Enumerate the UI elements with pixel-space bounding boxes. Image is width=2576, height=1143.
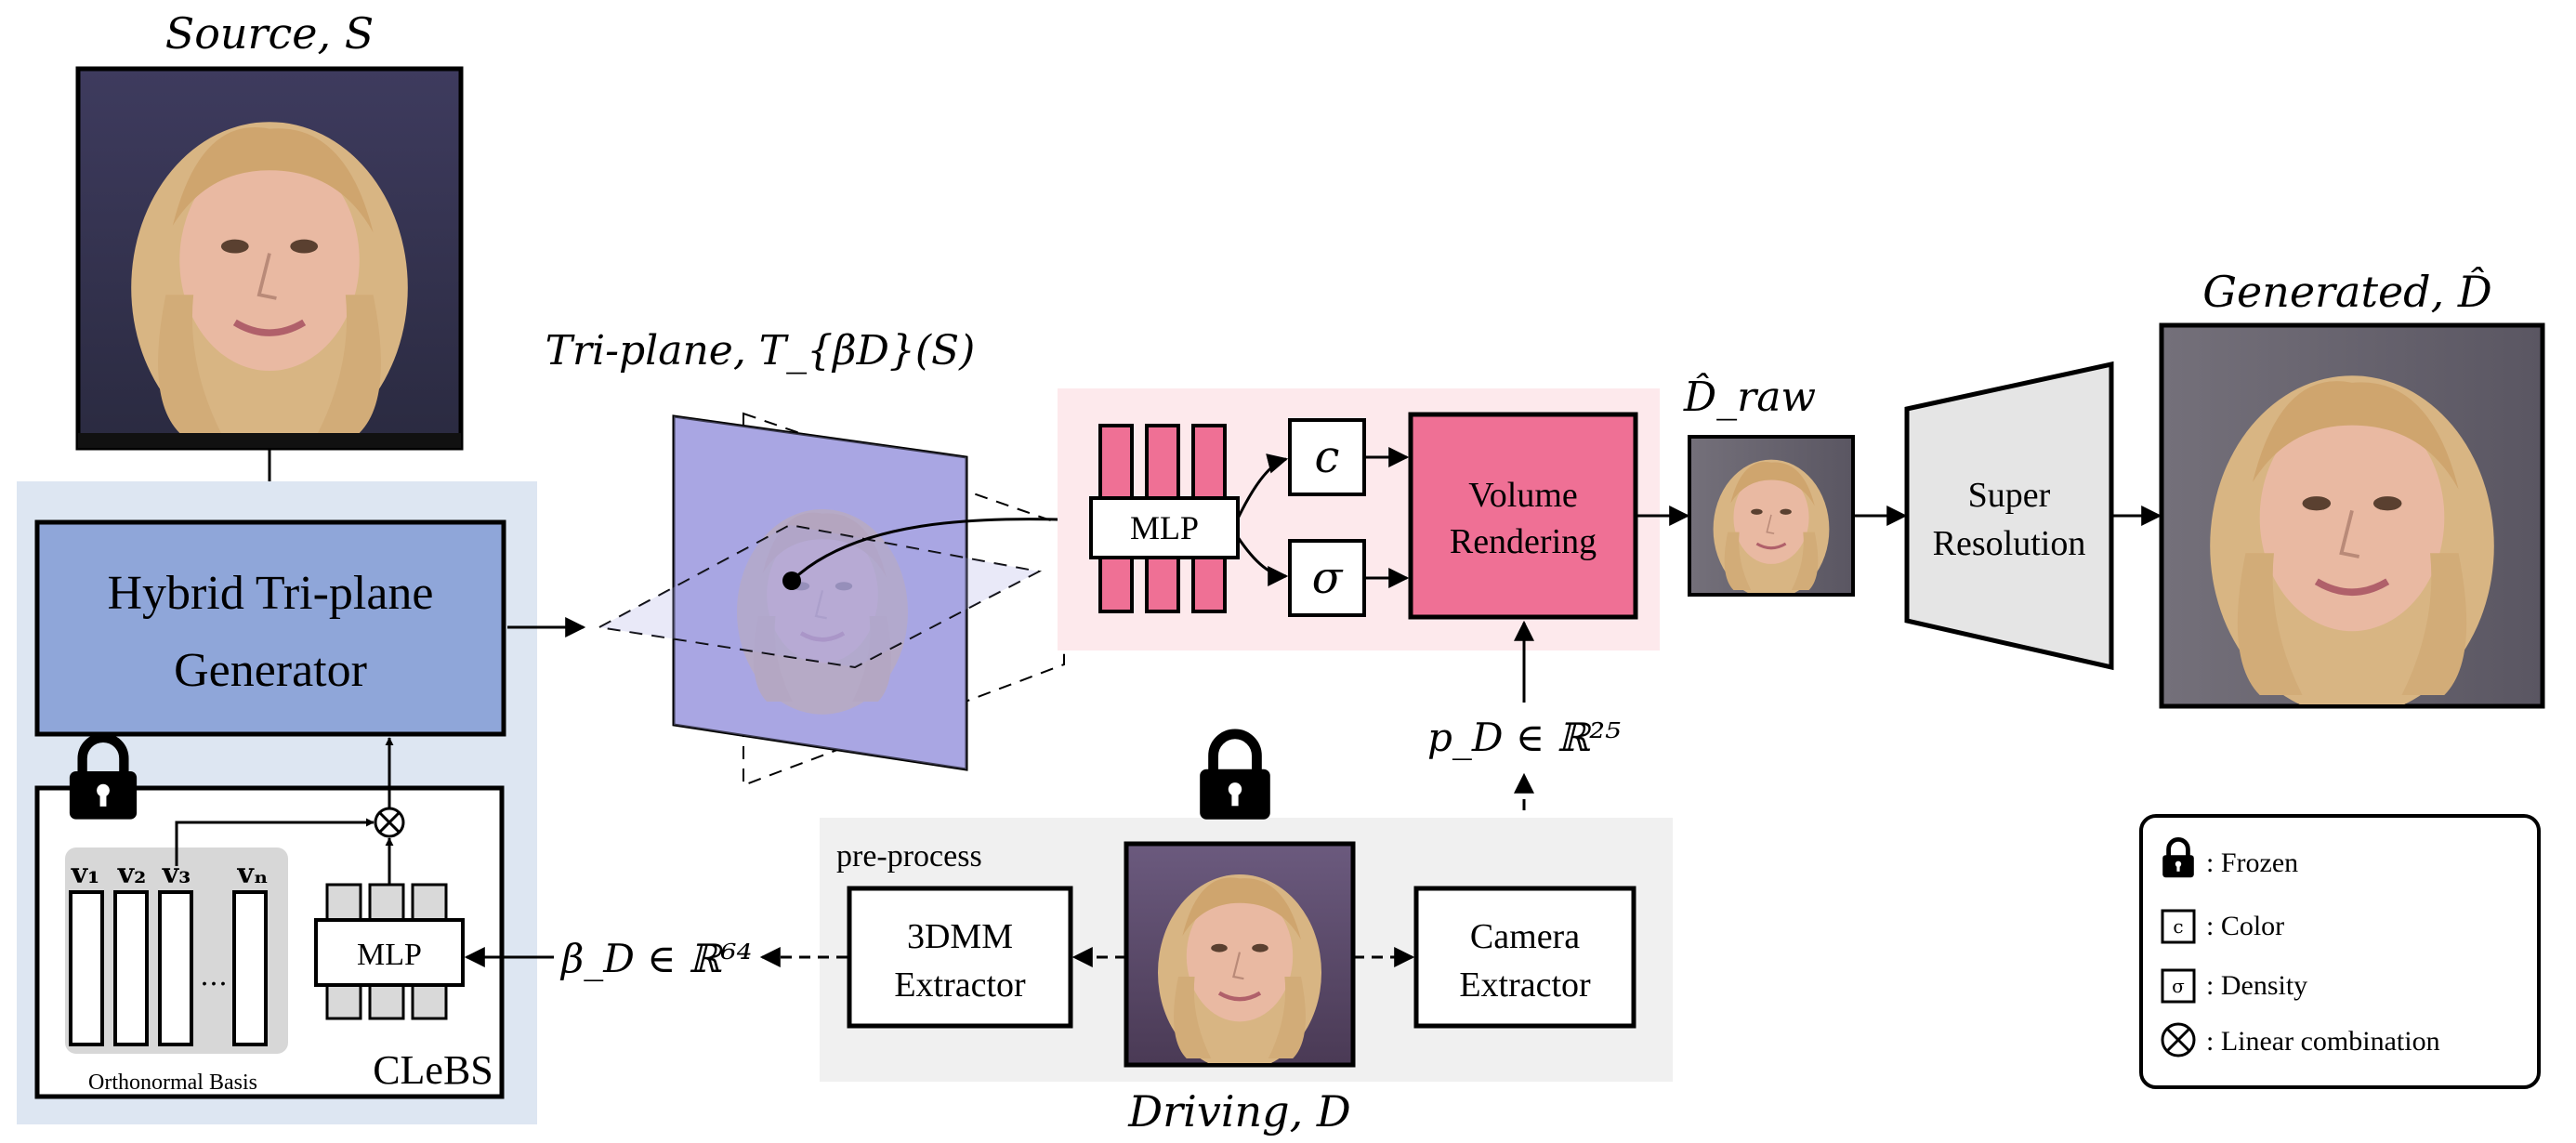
legend-color: : Color (2206, 911, 2284, 941)
vector-vn: vₙ (236, 858, 268, 890)
legend-color-icon (2161, 909, 2196, 944)
vector-v1: v₁ (71, 858, 100, 890)
source-image (75, 66, 464, 451)
render-mlp (1089, 496, 1240, 559)
color-symbol: c (1315, 431, 1340, 483)
density-symbol: σ (1312, 552, 1344, 604)
generated-label: Generated, D̂ (2202, 267, 2492, 317)
driving-image (1124, 841, 1356, 1068)
vector-v2: v₂ (117, 858, 147, 890)
linear-combination-icon (374, 807, 405, 838)
beta-label: β_D ∈ ℝ⁶⁴ (559, 936, 752, 981)
sr-line1: Super (1968, 476, 2051, 515)
3dmm-extractor (847, 886, 1073, 1029)
color-box (1288, 418, 1366, 496)
super-resolution (1904, 361, 2114, 671)
clebs-label: CLeBS (373, 1047, 493, 1093)
generator-line2: Generator (174, 644, 367, 697)
cam-line2: Extractor (1459, 966, 1591, 1005)
legend-linear-icon (2161, 1022, 2196, 1058)
driving-label: Driving, D (1127, 1086, 1350, 1136)
arrow-basis-to-combination (175, 818, 375, 866)
basis-vectors (69, 890, 268, 1046)
arrow-mlp-to-color (1236, 453, 1289, 519)
cam-line1: Camera (1470, 917, 1580, 956)
triplane-label: Tri-plane, T_{βD}(S) (545, 327, 976, 374)
generator-line1: Hybrid Tri-plane (108, 567, 434, 620)
arrow-mlp-to-density (1236, 536, 1289, 586)
legend-density: : Density (2206, 970, 2307, 1001)
arrow-sample-to-mlp (790, 509, 1088, 583)
legend (2139, 814, 2541, 1089)
dmm-line2: Extractor (894, 966, 1026, 1005)
clebs-mlp (314, 918, 465, 987)
draw-label: D̂_raw (1683, 372, 1816, 421)
basis-caption: Orthonormal Basis (88, 1071, 257, 1095)
basis-ellipsis: … (200, 960, 228, 992)
source-label: Source, S (165, 8, 375, 59)
legend-linear: : Linear combination (2206, 1026, 2440, 1057)
sr-line2: Resolution (1933, 524, 2086, 563)
clebs-mlp-label: MLP (357, 938, 422, 972)
legend-density-icon (2161, 968, 2196, 1004)
volume-line1: Volume (1468, 476, 1578, 515)
generated-image (2159, 322, 2545, 709)
legend-density-icon-label: σ (2172, 975, 2185, 997)
hybrid-triplane-generator (34, 519, 506, 737)
camera-param-label: p_D ∈ ℝ²⁵ (1427, 715, 1621, 760)
volume-rendering (1408, 412, 1638, 620)
volume-line2: Rendering (1450, 522, 1597, 561)
camera-extractor (1413, 886, 1636, 1029)
triplane (596, 412, 1065, 787)
preprocess-label: pre-process (836, 839, 982, 874)
legend-frozen: : Frozen (2206, 847, 2298, 878)
legend-color-icon-label: c (2173, 915, 2183, 938)
dmm-line1: 3DMM (907, 917, 1013, 956)
render-mlp-label: MLP (1130, 509, 1199, 546)
draw-image (1688, 435, 1855, 597)
lock-icon (1200, 734, 1270, 820)
